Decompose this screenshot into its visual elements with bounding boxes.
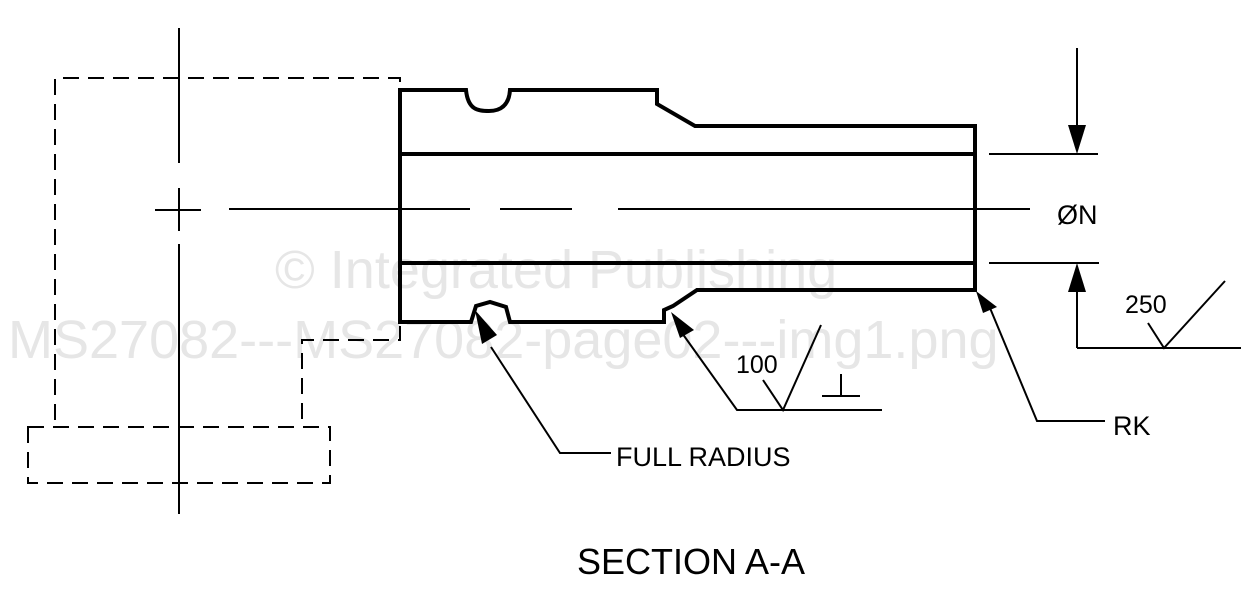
surface-finish-bore-value: 250 (1125, 291, 1167, 319)
bore-outline (398, 90, 977, 322)
surface-finish-symbol-bore (1147, 280, 1226, 350)
vertical-centerline (155, 28, 201, 514)
rk-label: RK (1113, 411, 1151, 441)
diameter-label: ØN (1057, 200, 1098, 230)
section-title: SECTION A-A (577, 541, 805, 582)
full-radius-label: FULL RADIUS (616, 442, 791, 472)
surface-finish-chamfer-value: 100 (736, 351, 778, 379)
diameter-dimension (989, 48, 1241, 349)
full-radius-leader (475, 310, 611, 454)
chamfer-leader (671, 312, 882, 413)
rk-leader (976, 291, 1105, 422)
lower-wall-section (398, 261, 977, 324)
watermark-line2: MS27082---MS27082-page02---img1.png (8, 310, 999, 370)
upper-wall-section (398, 88, 977, 156)
